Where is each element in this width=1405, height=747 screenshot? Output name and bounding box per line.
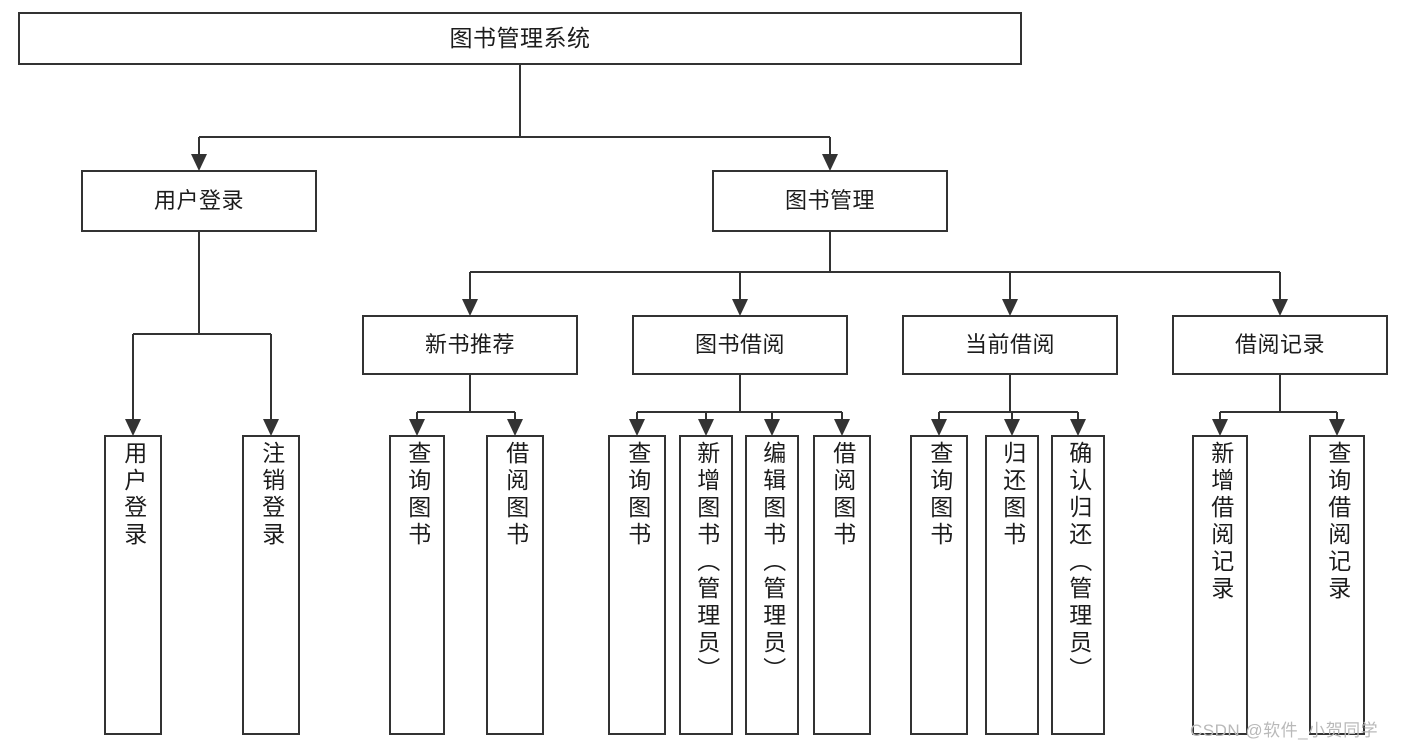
node-leaf-borrow-book-1[interactable]: 借阅图书 (486, 435, 544, 735)
node-book-manage[interactable]: 图书管理 (712, 170, 948, 232)
node-label: 借阅图书 (829, 441, 856, 549)
connector-stem (468, 375, 472, 412)
node-label: 当前借阅 (964, 332, 1055, 358)
connector-drop (828, 137, 832, 155)
node-label: 新增图书（管理员） (693, 441, 720, 684)
node-user-login[interactable]: 用户登录 (81, 170, 317, 232)
connector-drop (770, 412, 774, 420)
arrowhead (1212, 419, 1228, 436)
node-leaf-user-login[interactable]: 用户登录 (104, 435, 162, 735)
node-label: 确认归还（管理员） (1065, 441, 1092, 684)
connector-drop (1278, 272, 1282, 300)
connector-stem (738, 375, 742, 412)
connector-bus (637, 410, 842, 414)
connector-bus (1220, 410, 1337, 414)
node-label: 图书管理 (784, 188, 875, 214)
arrowhead (263, 419, 279, 436)
arrowhead (732, 299, 748, 316)
node-label: 归还图书 (999, 441, 1026, 549)
node-label: 图书管理系统 (449, 24, 591, 51)
connector-drop (1008, 272, 1012, 300)
node-label: 查询借阅记录 (1324, 441, 1351, 603)
arrowhead (1272, 299, 1288, 316)
node-leaf-add-book[interactable]: 新增图书（管理员） (679, 435, 733, 735)
node-label: 编辑图书（管理员） (759, 441, 786, 684)
connector-bus (199, 135, 830, 139)
arrowhead (698, 419, 714, 436)
connector-drop (1335, 412, 1339, 420)
node-leaf-query-book-2[interactable]: 查询图书 (608, 435, 666, 735)
connector-stem (1278, 375, 1282, 412)
connector-drop (468, 272, 472, 300)
arrowhead (764, 419, 780, 436)
connector-stem (518, 65, 522, 137)
arrowhead (1002, 299, 1018, 316)
node-borrow-record[interactable]: 借阅记录 (1172, 315, 1388, 375)
node-leaf-edit-book[interactable]: 编辑图书（管理员） (745, 435, 799, 735)
connector-bus (470, 270, 1280, 274)
node-label: 用户登录 (153, 188, 244, 214)
connector-drop (131, 334, 135, 420)
arrowhead (125, 419, 141, 436)
connector-drop (415, 412, 419, 420)
connector-drop (1010, 412, 1014, 420)
node-label: 查询图书 (624, 441, 651, 549)
arrowhead (1070, 419, 1086, 436)
connector-drop (704, 412, 708, 420)
connector-bus (133, 332, 271, 336)
arrowhead (931, 419, 947, 436)
node-current-borrow[interactable]: 当前借阅 (902, 315, 1118, 375)
node-leaf-confirm-return[interactable]: 确认归还（管理员） (1051, 435, 1105, 735)
connector-stem (197, 232, 201, 334)
node-book-borrow[interactable]: 图书借阅 (632, 315, 848, 375)
connector-drop (635, 412, 639, 420)
node-leaf-user-logout[interactable]: 注销登录 (242, 435, 300, 735)
connector-drop (1076, 412, 1080, 420)
node-leaf-borrow-book-2[interactable]: 借阅图书 (813, 435, 871, 735)
connector-drop (269, 334, 273, 420)
node-leaf-query-book-3[interactable]: 查询图书 (910, 435, 968, 735)
node-label: 借阅记录 (1234, 332, 1325, 358)
node-label: 借阅图书 (502, 441, 529, 549)
arrowhead (629, 419, 645, 436)
arrowhead (1004, 419, 1020, 436)
connector-drop (738, 272, 742, 300)
node-new-book-recommend[interactable]: 新书推荐 (362, 315, 578, 375)
arrowhead (1329, 419, 1345, 436)
node-label: 新书推荐 (424, 332, 515, 358)
node-label: 查询图书 (926, 441, 953, 549)
connector-bus (417, 410, 515, 414)
arrowhead (834, 419, 850, 436)
connector-drop (513, 412, 517, 420)
connector-stem (828, 232, 832, 272)
node-label: 新增借阅记录 (1207, 441, 1234, 603)
connector-drop (840, 412, 844, 420)
node-label: 用户登录 (120, 441, 147, 549)
node-leaf-return-book[interactable]: 归还图书 (985, 435, 1039, 735)
arrowhead (462, 299, 478, 316)
connector-bus (939, 410, 1078, 414)
node-leaf-add-record[interactable]: 新增借阅记录 (1192, 435, 1248, 735)
node-leaf-query-record[interactable]: 查询借阅记录 (1309, 435, 1365, 735)
node-leaf-query-book-1[interactable]: 查询图书 (389, 435, 445, 735)
node-label: 图书借阅 (694, 332, 785, 358)
arrowhead (191, 154, 207, 171)
node-label: 查询图书 (404, 441, 431, 549)
arrowhead (409, 419, 425, 436)
node-root-system[interactable]: 图书管理系统 (18, 12, 1022, 65)
connector-drop (1218, 412, 1222, 420)
node-label: 注销登录 (258, 441, 285, 549)
arrowhead (822, 154, 838, 171)
arrowhead (507, 419, 523, 436)
connector-drop (937, 412, 941, 420)
csdn-watermark: CSDN @软件_小贺同学 (1190, 721, 1379, 740)
connector-drop (197, 137, 201, 155)
connector-stem (1008, 375, 1012, 412)
